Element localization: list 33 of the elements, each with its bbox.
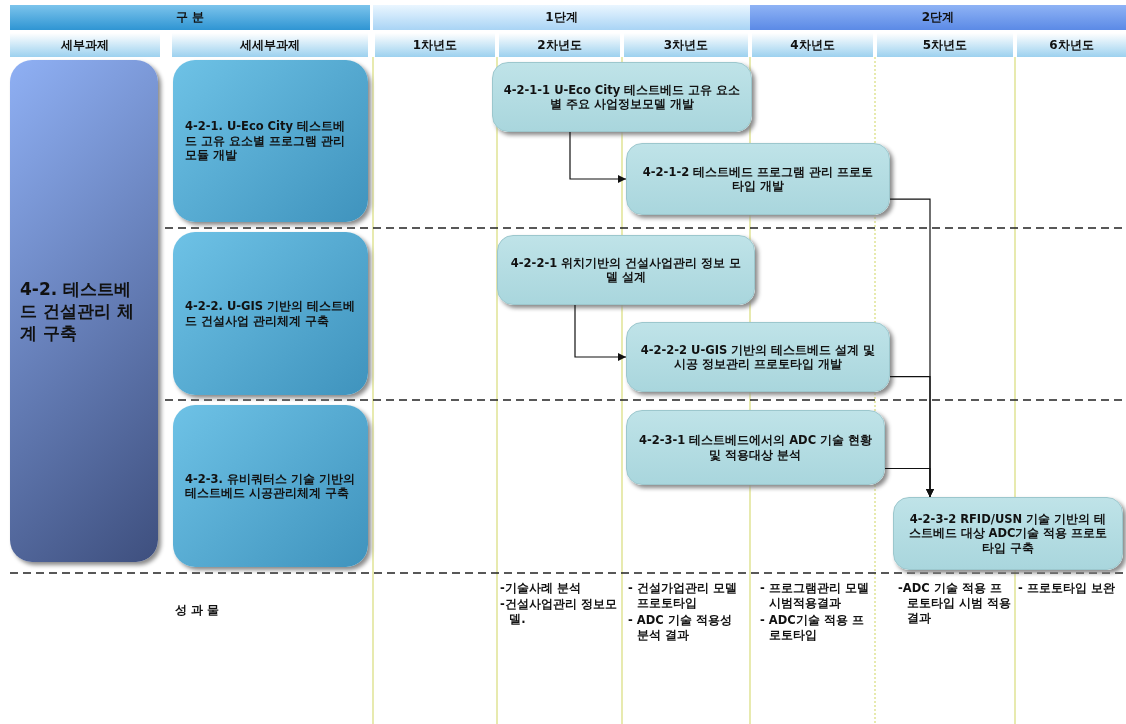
outcome-text: - ADC기술 적용 프로토타입 (760, 613, 865, 643)
outcome-text: - ADC 기술 적용성 분석 결과 (628, 613, 733, 643)
header-cell: 5차년도 (877, 33, 1013, 57)
header-cell: 1차년도 (375, 33, 495, 57)
header-cell: 6차년도 (1017, 33, 1126, 57)
task-box: 4-2-2-1 위치기반의 건설사업관리 정보 모델 설계 (497, 235, 755, 305)
task-group-box: 4-2. 테스트베드 건설관리 체계 구축 (10, 60, 158, 562)
row-heading: 성 과 물 (175, 602, 220, 619)
task-box: 4-2-1-2 테스트베드 프로그램 관리 프로토타입 개발 (626, 143, 890, 215)
subtask-box: 4-2-3. 유비쿼터스 기술 기반의 테스트베드 시공관리체계 구축 (173, 405, 368, 567)
subtask-box: 4-2-1. U-Eco City 테스트베드 고유 요소별 프로그램 관리 모듈 개발 (173, 60, 368, 222)
outcome-text: - 프로토타입 보완 (1018, 581, 1116, 596)
outcome-text: -ADC 기술 적용 프로토타입 시범 적용결과 (898, 581, 1012, 626)
outcome-text: - 프로그램관리 모델 시범적용결과 (760, 581, 870, 611)
arrow (574, 304, 627, 362)
task-box: 4-2-3-1 테스트베드에서의 ADC 기술 현황 및 적용대상 분석 (626, 410, 885, 485)
header-cell: 세세부과제 (172, 33, 368, 57)
header-cell: 4차년도 (752, 33, 873, 57)
header-cell: 2단계 (750, 5, 1126, 30)
subtask-box: 4-2-2. U-GIS 기반의 테스트베드 건설사업 관리체계 구축 (173, 232, 368, 395)
arrow (569, 131, 627, 184)
outcome-text: - 건설가업관리 모델 프로토타입 (628, 581, 738, 611)
header-cell: 세부과제 (10, 33, 160, 57)
outcome-text: -건설사업관리 정보모델. (500, 597, 618, 627)
header-cell: 3차년도 (624, 33, 748, 57)
header-cell: 구 분 (10, 5, 370, 30)
task-box: 4-2-3-2 RFID/USN 기술 기반의 테스트베드 대상 ADC기술 적용 프로토타입 구축 (893, 497, 1123, 570)
outcome-text: -기술사례 분석 (500, 581, 582, 596)
arrow (889, 376, 935, 498)
header-cell: 2차년도 (499, 33, 620, 57)
task-box: 4-2-1-1 U-Eco City 테스트베드 고유 요소별 주요 사업정보모델 개발 (492, 62, 752, 132)
task-box: 4-2-2-2 U-GIS 기반의 테스트베드 설계 및 시공 정보관리 프로토타입 개발 (626, 322, 890, 392)
header-cell: 1단계 (373, 5, 750, 30)
